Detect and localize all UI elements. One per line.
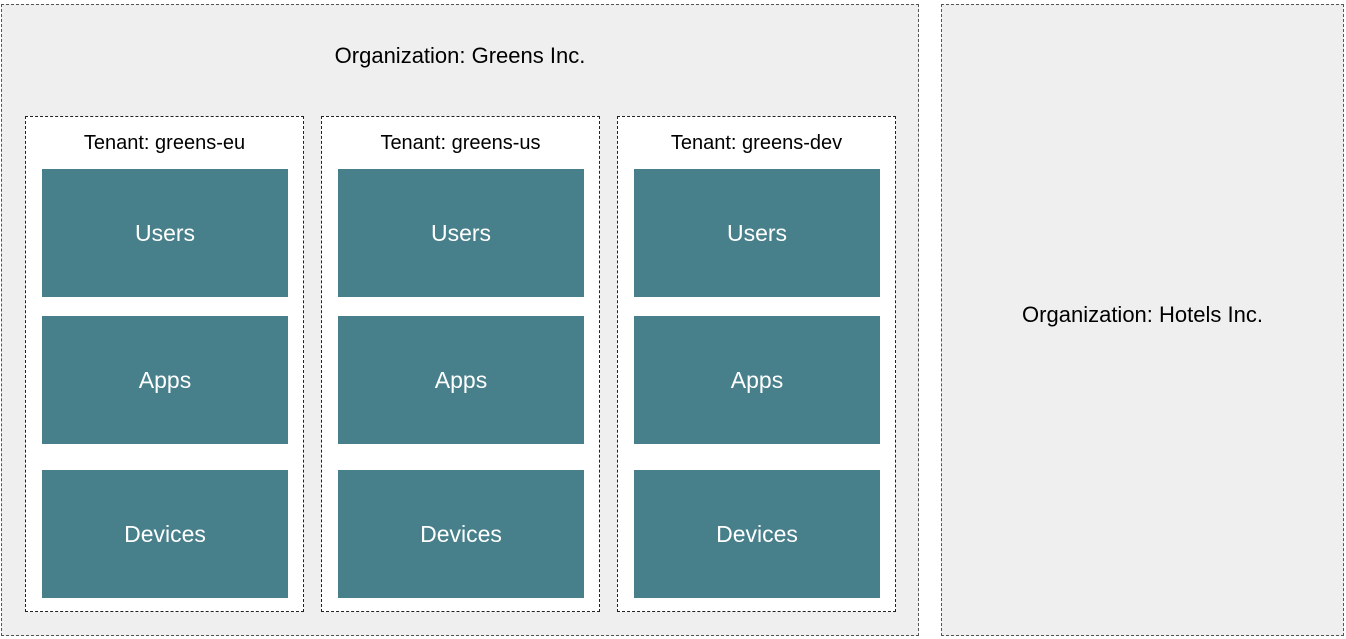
users-block: Users: [634, 169, 880, 297]
tenant-greens-us: Tenant: greens-us Users Apps Devices: [321, 116, 600, 612]
devices-block: Devices: [338, 470, 584, 598]
apps-block: Apps: [42, 316, 288, 444]
tenant-label: Tenant: greens-eu: [83, 132, 246, 154]
devices-block: Devices: [42, 470, 288, 598]
apps-block: Apps: [634, 316, 880, 444]
tenant-label: Tenant: greens-us: [380, 132, 541, 154]
organization-hotels: Organization: Hotels Inc.: [941, 4, 1344, 636]
organization-greens: Organization: Greens Inc. Tenant: greens…: [1, 4, 919, 636]
devices-block: Devices: [634, 470, 880, 598]
organization-label: Organization: Hotels Inc.: [1022, 302, 1263, 327]
tenant-label: Tenant: greens-dev: [670, 132, 843, 154]
apps-block: Apps: [338, 316, 584, 444]
organization-label: Organization: Greens Inc.: [334, 43, 586, 68]
users-block: Users: [338, 169, 584, 297]
tenant-greens-dev: Tenant: greens-dev Users Apps Devices: [617, 116, 896, 612]
tenant-greens-eu: Tenant: greens-eu Users Apps Devices: [25, 116, 304, 612]
users-block: Users: [42, 169, 288, 297]
